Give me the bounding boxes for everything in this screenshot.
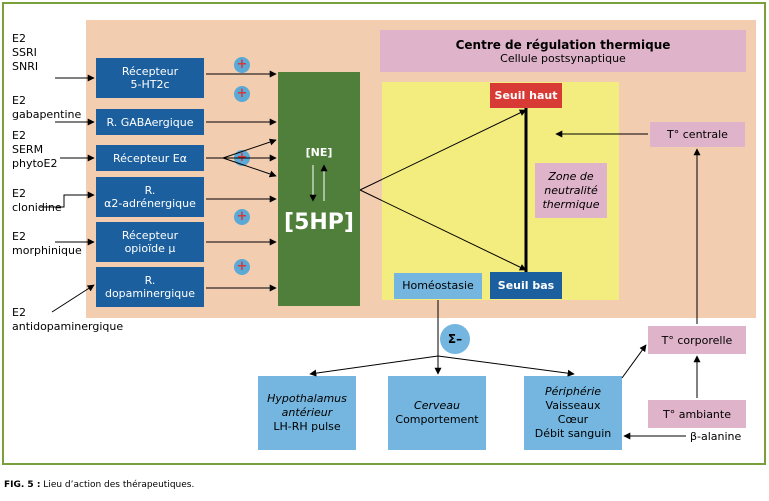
caption-label: FIG. 5 : [4,480,41,490]
cerveau-title: Cerveau [414,399,460,412]
drug-label-antidopaminergique: E2 antidopaminergique [12,306,124,333]
peripherie-title: Périphérie [544,385,602,398]
t-centrale-box: T° centrale [650,122,745,147]
drug-label-ssri: E2 SSRI SNRI [12,32,39,73]
beta-alanine-label: β-alanine [690,430,742,443]
regulation-title: Centre de régulation thermique [455,37,671,52]
seuil-haut-box: Seuil haut [490,83,562,108]
receptor-opioid: Récepteur opioïde µ [96,222,204,262]
plus-icon: + [234,86,250,102]
sigma-node: Σ– [440,324,470,354]
caption-text: Lieu d’action des thérapeutiques. [40,480,195,490]
plus-icon: + [234,209,250,225]
t-corporelle-box: T° corporelle [648,326,746,354]
hypothalamus-box: Hypothalamus antérieur LH-RH pulse [258,376,356,450]
peripherie-box: Périphérie Vaisseaux Cœur Débit sanguin [524,376,622,450]
receptor-alpha2: R. α2-adrénergique [96,177,204,217]
figure-caption: FIG. 5 : Lieu d’action des thérapeutique… [4,480,194,490]
hp-label: [5HP] [284,210,354,235]
homeostasie-box: Homéostasie [394,273,482,299]
plus-icon: + [234,259,250,275]
zone-neutralite-box: Zone de neutralité thermique [535,163,607,218]
ne-label: [NE] [305,146,333,159]
drug-label-gabapentine: E2 gabapentine [12,94,82,121]
hypothalamus-title: Hypothalamus antérieur [267,392,347,419]
plus-icon: + [234,57,250,73]
receptor-5ht2c: Récepteur 5-HT2c [96,58,204,98]
regulation-header: Centre de régulation thermique Cellule p… [380,30,746,72]
drug-label-morphinique: E2 morphinique [12,230,82,257]
receptor-dopamine: R. dopaminergique [96,267,204,307]
cerveau-sub: Comportement [395,413,479,426]
t-ambiante-box: T° ambiante [648,400,746,428]
peripherie-sub: Vaisseaux Cœur Débit sanguin [534,399,612,440]
center-box [278,72,360,306]
drug-label-clonidine: E2 clonidine [12,187,62,214]
cerveau-box: Cerveau Comportement [388,376,486,450]
seuil-bas-box: Seuil bas [490,272,562,299]
drug-label-serm: E2 SERM phytoE2 [12,129,58,170]
receptor-e-alpha: Récepteur Eα [96,145,204,171]
hypothalamus-sub: LH-RH pulse [273,420,341,433]
regulation-subtitle: Cellule postsynaptique [500,51,626,65]
receptor-gaba: R. GABAergique [96,109,204,135]
